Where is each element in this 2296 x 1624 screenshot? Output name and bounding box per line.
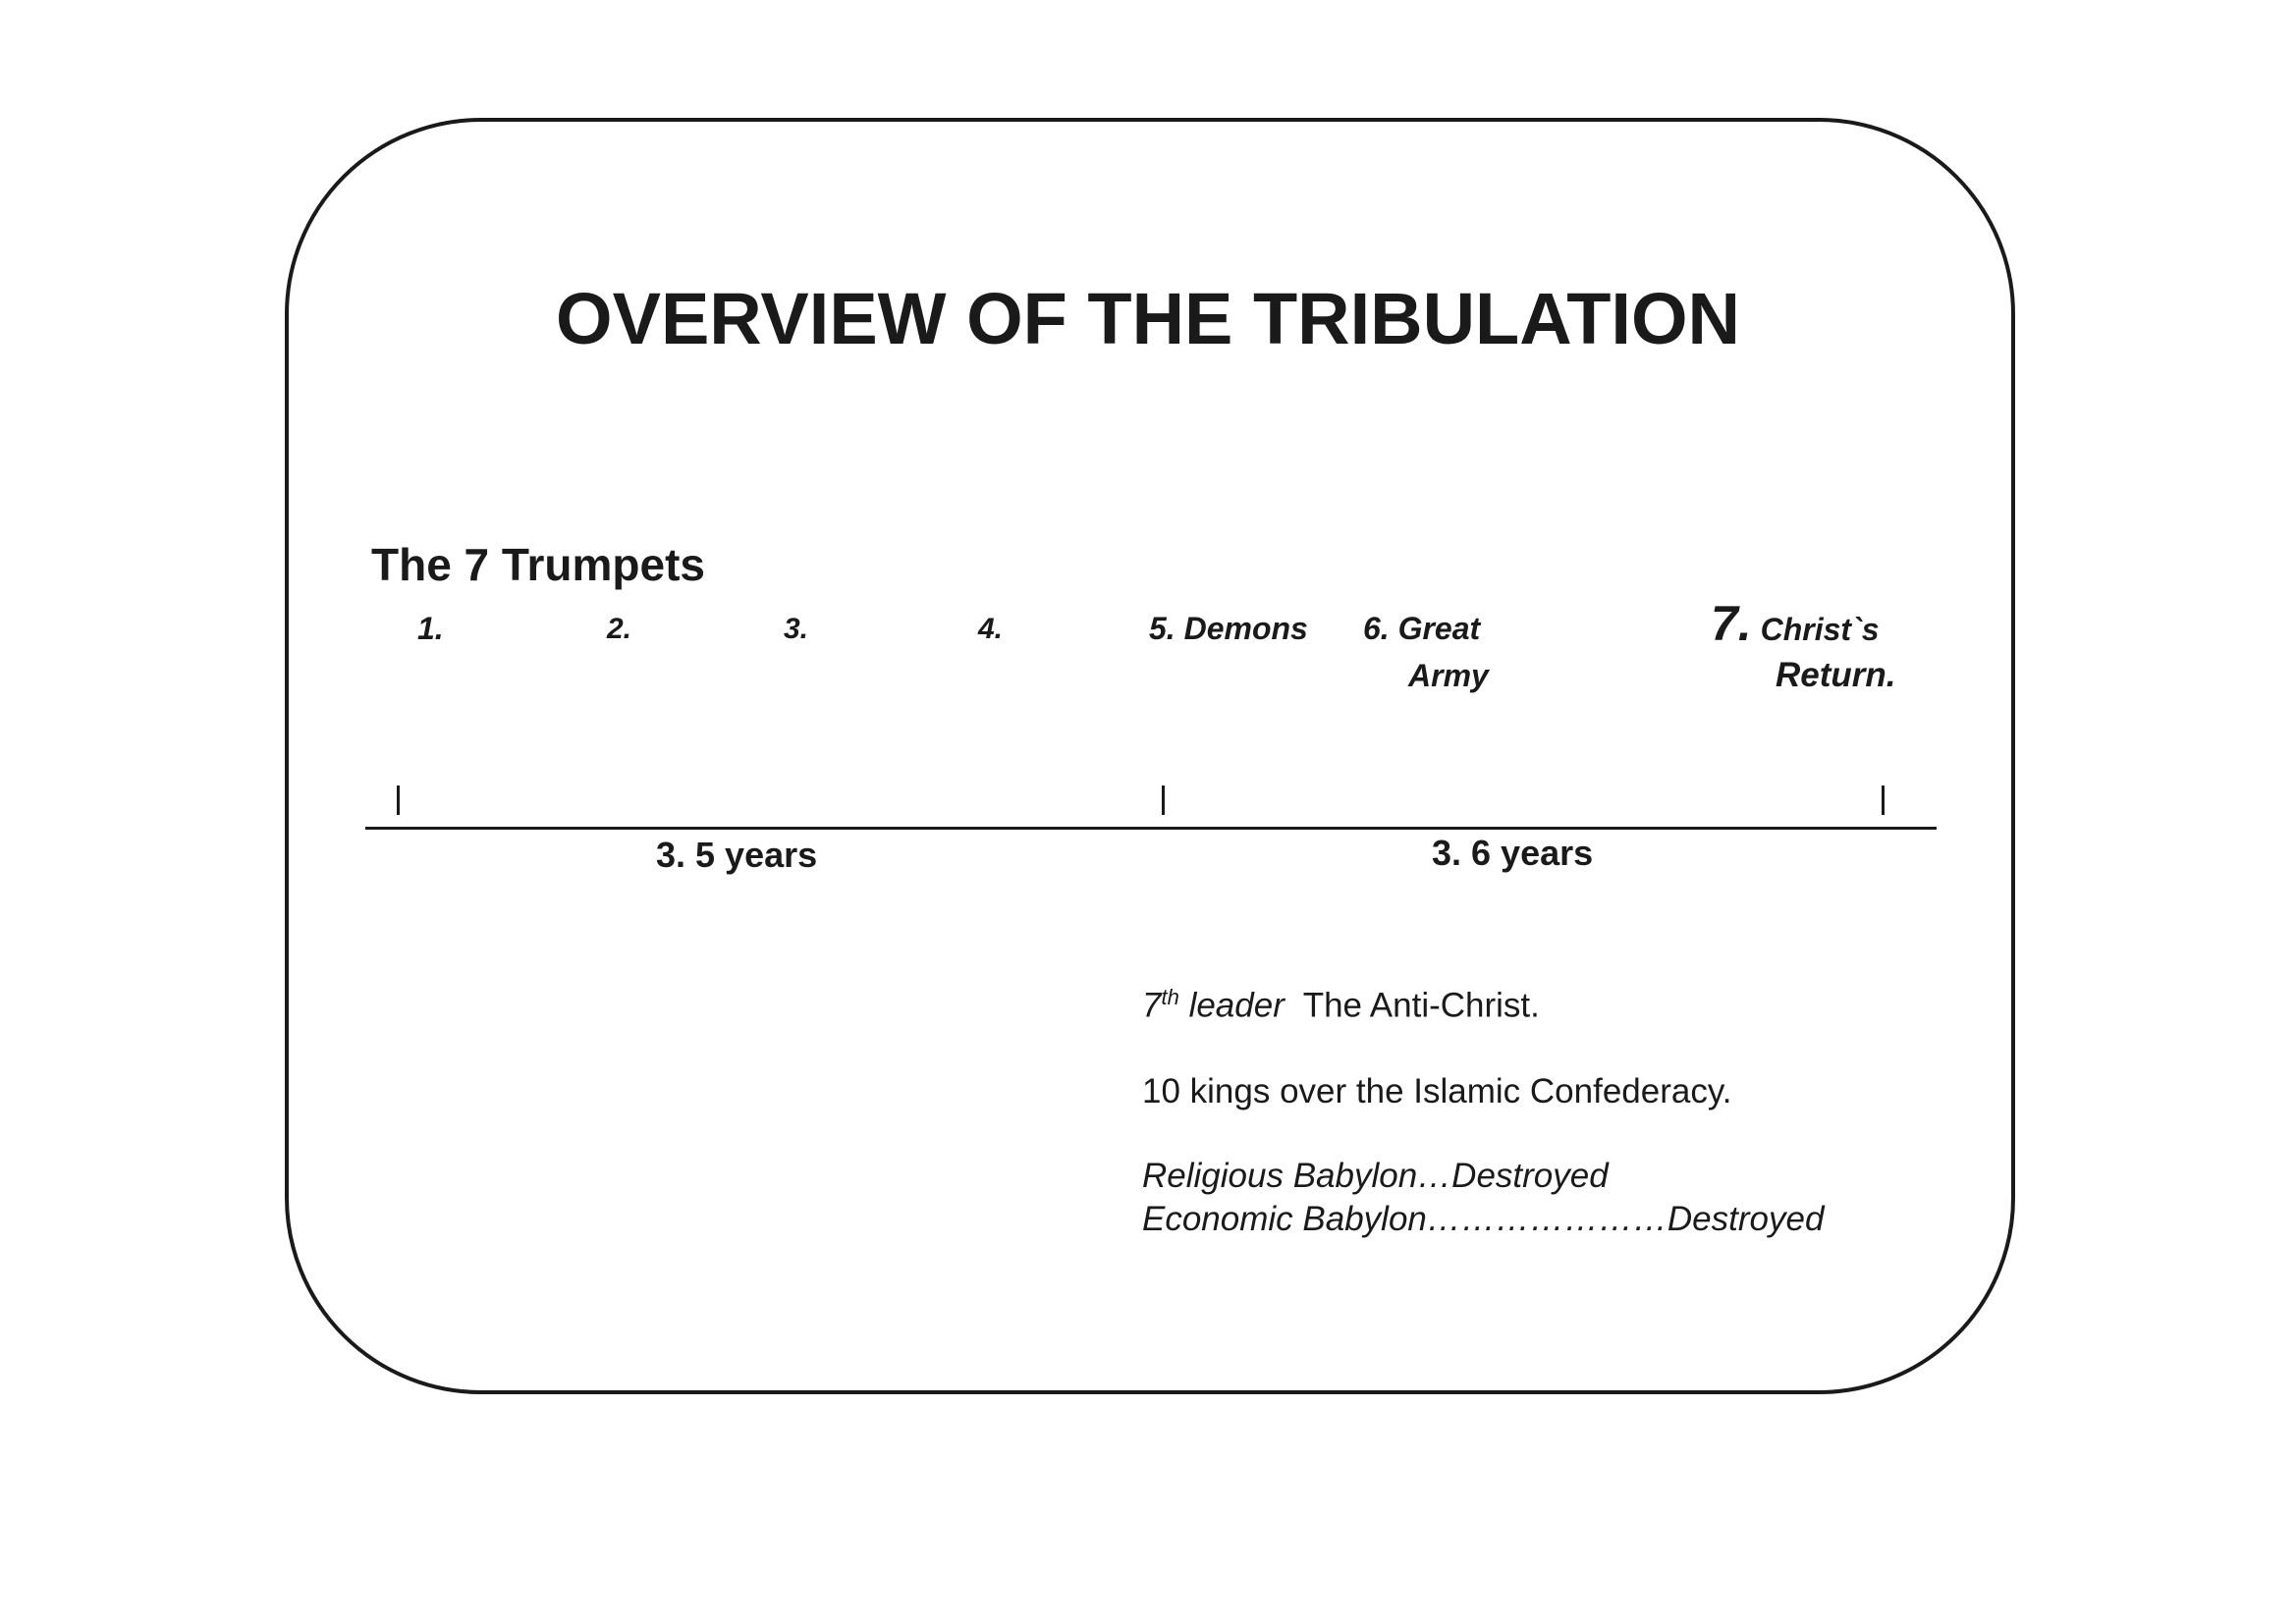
- economic-babylon-label: Economic Babylon: [1142, 1200, 1427, 1238]
- trumpet-7-line2: Return.: [1776, 656, 1896, 694]
- trumpet-7-label: Christ`s: [1760, 612, 1880, 647]
- trumpet-3: 3.: [784, 613, 809, 645]
- page-title: OVERVIEW OF THE TRIBULATION: [556, 278, 1740, 359]
- economic-babylon-dots: …………………: [1426, 1200, 1667, 1238]
- religious-babylon-status: Destroyed: [1451, 1157, 1609, 1195]
- trumpet-6-line1: 6. Great: [1363, 611, 1481, 646]
- leader-suffix: th: [1161, 985, 1179, 1009]
- timeline-tick-start: [397, 785, 400, 815]
- leader-number: 7: [1142, 986, 1162, 1025]
- trumpet-5: 5. Demons: [1149, 611, 1308, 646]
- trumpet-4: 4.: [978, 613, 1004, 645]
- trumpets-heading: The 7 Trumpets: [371, 539, 705, 590]
- trumpet-6-line2: Army: [1408, 658, 1489, 693]
- trumpet-7-number: 7.: [1711, 596, 1752, 651]
- period-second-half: 3. 6 years: [1432, 833, 1594, 873]
- rounded-frame: [285, 118, 2015, 1394]
- trumpet-7-line1: 7. Christ`s: [1711, 595, 1880, 652]
- religious-babylon-label: Religious Babylon: [1142, 1157, 1418, 1195]
- timeline-tick-end: [1882, 785, 1885, 815]
- leader-note: 7th leader The Anti-Christ.: [1142, 985, 1540, 1026]
- leader-text: The Anti-Christ.: [1302, 986, 1540, 1025]
- economic-babylon-status: Destroyed: [1667, 1200, 1825, 1238]
- economic-babylon-note: Economic Babylon…………………Destroyed: [1142, 1200, 1824, 1239]
- leader-word: leader: [1188, 986, 1285, 1025]
- trumpet-2: 2.: [607, 613, 632, 645]
- religious-babylon-dots: …: [1417, 1157, 1452, 1195]
- religious-babylon-note: Religious Babylon…Destroyed: [1142, 1157, 1609, 1196]
- period-first-half: 3. 5 years: [656, 835, 818, 875]
- trumpet-1: 1.: [417, 611, 444, 646]
- kings-note: 10 kings over the Islamic Confederacy.: [1142, 1072, 1732, 1110]
- timeline-tick-middle: [1162, 785, 1165, 815]
- timeline-line: [365, 827, 1937, 830]
